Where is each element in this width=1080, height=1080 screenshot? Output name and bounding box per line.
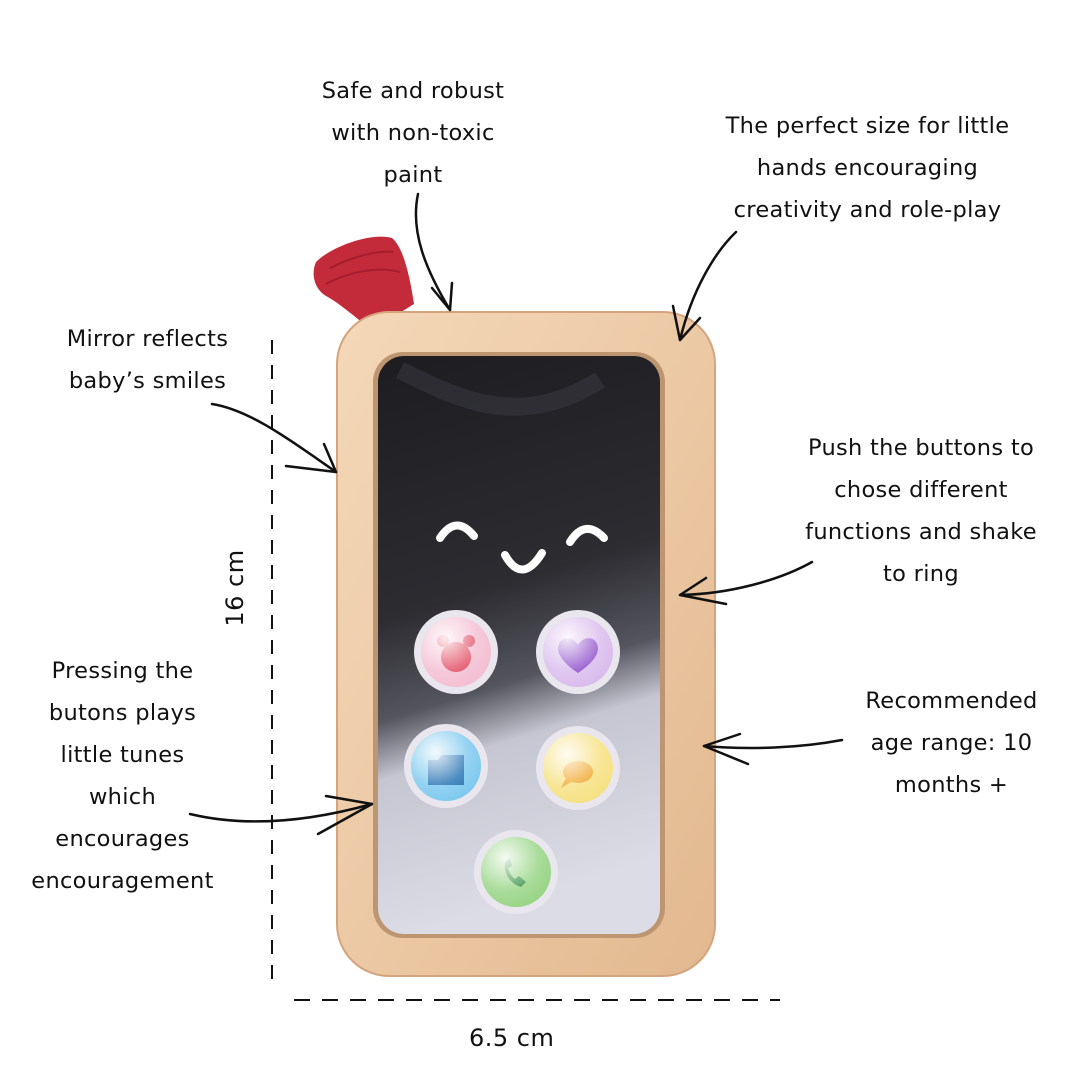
mouth [501, 549, 546, 574]
callout-line: functions and shake [805, 519, 1037, 545]
button-shine [421, 617, 491, 687]
arrow-tunes [188, 794, 374, 836]
width-label: 6.5 cm [469, 1024, 555, 1052]
fabric-strap [313, 236, 414, 330]
button-shine [481, 837, 551, 907]
smiley-face-icon [436, 521, 608, 574]
callout-line: baby’s smiles [68, 368, 227, 394]
callout-line: chose different [834, 477, 1008, 503]
chat-button[interactable] [536, 726, 620, 810]
callout-line: encouragement [31, 868, 214, 894]
left-eye [436, 521, 478, 542]
callout-line: Pressing the [51, 658, 194, 684]
arrow-top [414, 192, 454, 312]
callout-line: months + [894, 772, 1009, 798]
callout-mirror: Mirror reflects baby’s smiles [40, 318, 255, 402]
arrow-age [702, 732, 844, 766]
button-shine [411, 731, 481, 801]
callout-line: to ring [883, 561, 959, 587]
call-button[interactable] [474, 830, 558, 914]
callout-age-range: Recommended age range: 10 months + [850, 680, 1053, 806]
arrow-mirror [210, 402, 338, 474]
callout-line: which [88, 784, 157, 810]
heart-button[interactable] [536, 610, 620, 694]
folder-button[interactable] [404, 724, 488, 808]
mirror-reflection [395, 361, 605, 416]
callout-safe-paint: Safe and robust with non-toxic paint [293, 70, 533, 196]
bear-button[interactable] [414, 610, 498, 694]
callout-line: Mirror reflects [66, 326, 229, 352]
right-eye [566, 525, 608, 546]
strap-shape [313, 236, 414, 330]
callout-line: The perfect size for little [725, 113, 1010, 139]
callout-line: Recommended [865, 688, 1038, 714]
callout-line: creativity and role-play [733, 197, 1002, 223]
callout-line: paint [383, 162, 443, 188]
button-shine [543, 617, 613, 687]
callout-line: little tunes [60, 742, 185, 768]
button-shine [543, 733, 613, 803]
callout-push-buttons: Push the buttons to chose different func… [790, 427, 1052, 595]
callout-line: encourages [55, 826, 190, 852]
height-label: 16 cm [221, 549, 249, 627]
arrow-size [671, 230, 738, 342]
callout-tunes: Pressing the butons plays little tunes w… [10, 650, 235, 902]
callout-line: Push the buttons to [807, 435, 1035, 461]
callout-line: age range: 10 [870, 730, 1033, 756]
strap-texture [325, 268, 401, 285]
callout-line: hands encouraging [756, 155, 979, 181]
callout-perfect-size: The perfect size for little hands encour… [690, 105, 1045, 231]
callout-line: butons plays [48, 700, 197, 726]
arrow-buttons [678, 560, 814, 606]
callout-line: with non-toxic [331, 120, 495, 146]
strap-texture [329, 250, 394, 269]
callout-line: Safe and robust [321, 78, 505, 104]
